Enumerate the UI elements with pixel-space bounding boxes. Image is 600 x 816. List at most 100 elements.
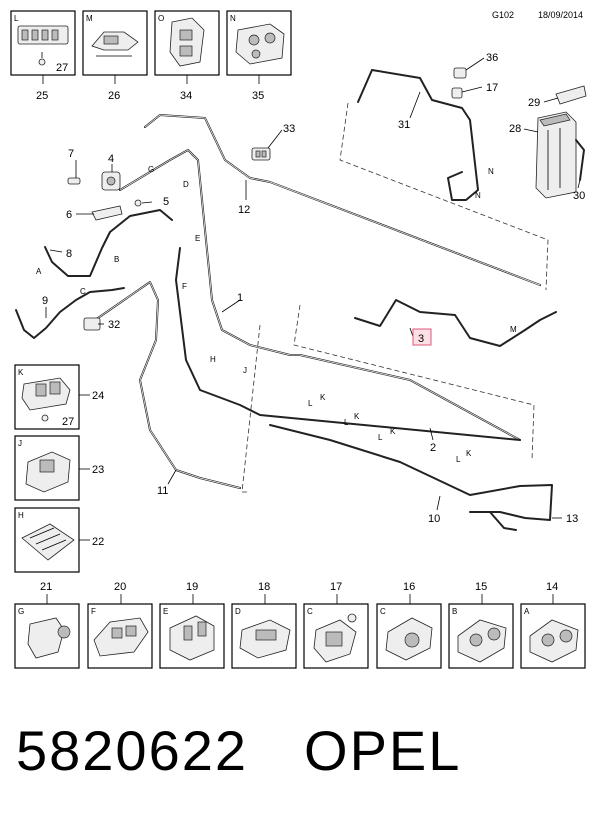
clip-letter-j: J [243, 366, 247, 375]
callout-12: 12 [238, 204, 250, 216]
part-number: 5820622 [16, 719, 249, 782]
double-clip-icon [169, 17, 205, 67]
detail-letter: G [18, 607, 24, 616]
hose-30[interactable] [575, 139, 585, 181]
callout-7: 7 [68, 148, 74, 160]
clip-letter-l1: L [308, 399, 313, 408]
callout-33: 33 [283, 123, 295, 135]
clip-letter-k3: K [390, 427, 396, 436]
brake-pipe-1[interactable] [119, 149, 521, 441]
callout-26: 26 [108, 90, 120, 102]
detail-box-20[interactable]: 20 F [87, 581, 153, 669]
clip-icon [25, 451, 71, 493]
callout-3: 3 [418, 333, 424, 345]
multi-clip-icon [93, 617, 149, 657]
callout-29: 29 [528, 97, 540, 109]
clip-letter-m: M [510, 325, 517, 334]
callout-25: 25 [36, 90, 48, 102]
detail-box-26[interactable]: M 26 [82, 10, 148, 102]
detail-box-23[interactable]: J 23 [14, 435, 104, 501]
callout-3-highlight[interactable]: 3 [412, 328, 432, 346]
callout-30: 30 [573, 190, 585, 202]
callout-34: 34 [180, 90, 192, 102]
callout-16: 16 [403, 581, 415, 593]
detail-letter: C [307, 607, 313, 616]
detail-box-22[interactable]: H 22 [14, 507, 104, 573]
callout-1: 1 [237, 292, 243, 304]
connector-5[interactable] [134, 199, 142, 207]
detail-letter: M [86, 14, 93, 23]
clip-32[interactable] [83, 317, 101, 331]
callout-27: 27 [56, 62, 68, 74]
connector-clip-icon [313, 613, 357, 663]
detail-box-21[interactable]: 21 G [14, 581, 80, 669]
callout-23: 23 [92, 464, 104, 476]
clip-33[interactable] [251, 147, 271, 161]
callout-6: 6 [66, 209, 72, 221]
bracket-6[interactable] [91, 205, 123, 221]
callout-10: 10 [428, 513, 440, 525]
connector-block-icon [235, 23, 285, 65]
diagram-code: G102 [492, 10, 514, 20]
callout-13: 13 [566, 513, 578, 525]
detail-box-16[interactable]: 16 C [376, 581, 442, 669]
detail-box-34[interactable]: O 34 [154, 10, 220, 102]
clip-letter-k2: K [354, 412, 360, 421]
brake-pipe-31[interactable] [357, 69, 479, 201]
clip-letter-l3: L [378, 433, 383, 442]
detail-letter: K [18, 368, 24, 377]
detail-box-17[interactable]: 17 C [303, 581, 369, 669]
canister-28[interactable] [535, 111, 577, 199]
callout-19: 19 [186, 581, 198, 593]
callout-4: 4 [108, 153, 114, 165]
detail-letter: L [14, 14, 19, 23]
callout-5: 5 [163, 196, 169, 208]
callout-17: 17 [486, 82, 498, 94]
dashed-guides [241, 102, 549, 493]
callout-21: 21 [40, 581, 52, 593]
brake-pipe-3[interactable] [354, 299, 557, 347]
clip-letter-l2: L [344, 418, 349, 427]
detail-letter: O [158, 14, 164, 23]
leader-lines [45, 57, 581, 519]
callout-9: 9 [42, 295, 48, 307]
bracket-clip-icon [91, 31, 139, 57]
callout-31: 31 [398, 119, 410, 131]
detail-box-25[interactable]: L 27 25 [10, 10, 76, 102]
detail-letter: B [452, 607, 457, 616]
callout-20: 20 [114, 581, 126, 593]
sensor-plug-7[interactable] [67, 177, 81, 185]
clip-letter-c: C [80, 287, 86, 296]
brake-pipe-11[interactable] [84, 281, 241, 489]
bracket-29[interactable] [555, 85, 587, 105]
clip-letter-f: F [182, 282, 187, 291]
detail-box-19[interactable]: 19 E [159, 581, 225, 669]
callout-32: 32 [108, 319, 120, 331]
clip-letter-g: G [148, 165, 154, 174]
detail-letter: C [380, 607, 386, 616]
connector-17[interactable] [451, 87, 463, 99]
pressure-sensor-4[interactable] [101, 171, 121, 191]
brake-pipe-9[interactable] [15, 287, 125, 339]
callout-35: 35 [252, 90, 264, 102]
detail-box-18[interactable]: 18 D [231, 581, 297, 669]
pipe-clip-icon [385, 617, 433, 661]
callout-8: 8 [66, 248, 72, 260]
detail-box-14[interactable]: 14 A [520, 581, 586, 669]
brand-name: OPEL [304, 719, 462, 782]
clip-letter-a: A [36, 267, 42, 276]
brake-pipe-2[interactable] [175, 247, 521, 441]
clip-letter-n1: N [488, 167, 494, 176]
brake-pipe-8[interactable] [44, 209, 173, 277]
detail-box-35[interactable]: N 35 [226, 10, 292, 102]
brake-pipe-12[interactable] [144, 114, 541, 286]
clip-with-screw-icon [21, 377, 71, 422]
callout-27b: 27 [62, 416, 74, 428]
callout-22: 22 [92, 536, 104, 548]
detail-box-24[interactable]: K 27 24 [14, 364, 104, 430]
callout-14: 14 [546, 581, 558, 593]
connector-36[interactable] [453, 67, 467, 79]
brake-pipe-10[interactable] [269, 424, 553, 531]
detail-box-15[interactable]: 15 B [448, 581, 514, 669]
